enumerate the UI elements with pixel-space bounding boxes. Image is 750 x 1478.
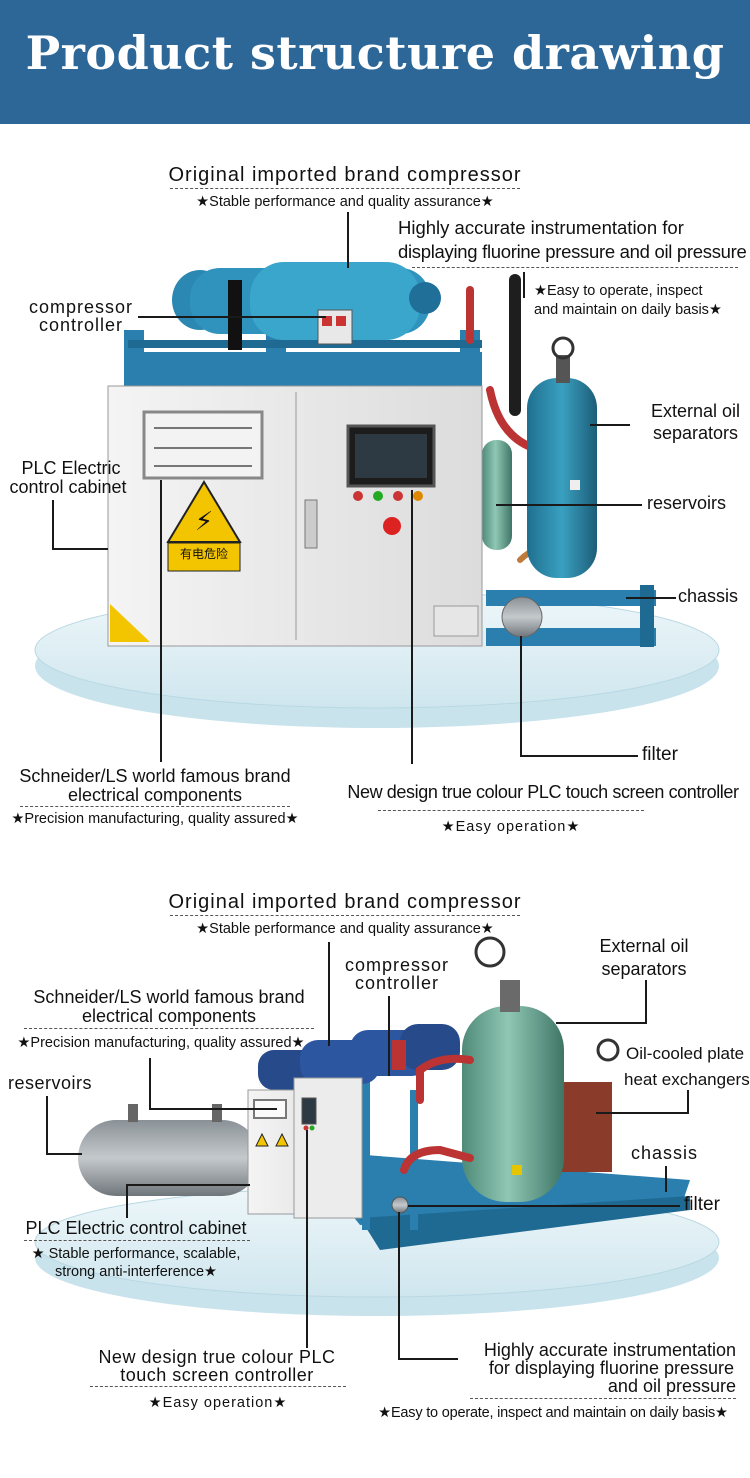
warning-sign-text: 有电危险 xyxy=(179,547,228,561)
s1-touch-leader xyxy=(411,490,413,764)
s1-schneider-line2: electrical components xyxy=(67,785,243,805)
s1-instrument-sub1: ★Easy to operate, inspect xyxy=(534,283,703,299)
page-title: Product structure drawing xyxy=(25,26,725,80)
s1-plc-line1: PLC Electric xyxy=(21,458,121,478)
s2-schneider-leader-v xyxy=(149,1058,151,1110)
s1-schneider-divider xyxy=(20,806,290,807)
s2-plate-leader-h xyxy=(596,1112,689,1114)
s2-controller-leader xyxy=(388,996,390,1076)
s2-oil-sep-line2: separators xyxy=(601,959,687,979)
s2-compressor-sub: ★Stable performance and quality assuranc… xyxy=(196,921,494,937)
s2-plc-sub1: ★ Stable performance, scalable, xyxy=(31,1246,241,1262)
s1-reservoirs-leader xyxy=(496,504,642,506)
s2-instrument-line2: for displaying fluorine pressure xyxy=(488,1358,734,1378)
s2-touch-line2: touch screen controller xyxy=(120,1365,314,1385)
title-banner: Product structure drawing xyxy=(0,0,750,124)
piping-2 xyxy=(400,1054,474,1174)
s2-chassis: chassis xyxy=(631,1143,699,1163)
s2-schneider-line2: electrical components xyxy=(81,1006,257,1026)
s2-schneider-line1: Schneider/LS world famous brand xyxy=(33,987,305,1007)
s2-reservoirs-leader-h xyxy=(46,1153,82,1155)
s2-instrument-line3: and oil pressure xyxy=(607,1376,736,1396)
s2-filter-leader xyxy=(408,1205,680,1207)
s2-touch-sub: ★Easy operation★ xyxy=(148,1395,288,1411)
reservoir-1 xyxy=(482,440,512,550)
s1-touch-title: New design true colour PLC touch screen … xyxy=(347,782,739,802)
filter-2 xyxy=(391,1196,409,1214)
s1-filter-leader-v xyxy=(520,636,522,756)
svg-text:⚡: ⚡ xyxy=(195,507,213,537)
s2-schneider-leader-h xyxy=(149,1108,277,1110)
s1-touch-sub: ★Easy operation★ xyxy=(441,819,581,835)
s1-instrument-leader xyxy=(523,272,525,298)
s2-chassis-leader xyxy=(665,1166,667,1192)
s1-oil-sep-line2: separators xyxy=(652,423,738,443)
s1-compressor-divider xyxy=(170,188,520,189)
plate-heat-exchanger-2 xyxy=(562,1082,612,1172)
plc-cabinet-1: ⚡ xyxy=(107,385,483,647)
s2-oil-sep-leader-v xyxy=(645,980,647,1024)
s1-controller-leader xyxy=(138,316,326,318)
s2-reservoirs-leader-v xyxy=(46,1096,48,1154)
s2-touch-leader xyxy=(306,1130,308,1348)
s1-controller-line2: controller xyxy=(38,315,124,335)
s2-instrument-line1: Highly accurate instrumentation xyxy=(483,1340,736,1360)
oil-separator-1 xyxy=(527,336,597,578)
s2-instrument-divider xyxy=(470,1398,736,1399)
s1-reservoirs: reservoirs xyxy=(647,493,727,513)
s2-compressor-leader xyxy=(328,942,330,1046)
s1-oil-sep-leader xyxy=(590,424,630,426)
s2-plc-leader-v xyxy=(126,1184,128,1218)
s1-plc-leader-v xyxy=(52,500,54,550)
s2-plate-leader-v xyxy=(687,1090,689,1114)
oil-separator-2 xyxy=(462,936,620,1202)
s2-touch-line1: New design true colour PLC xyxy=(98,1347,336,1367)
s1-instrument-line1: Highly accurate instrumentation for xyxy=(398,217,684,238)
s1-schneider-sub: ★Precision manufacturing, quality assure… xyxy=(11,811,299,827)
s1-schneider-leader xyxy=(160,480,162,762)
s1-instrument-divider xyxy=(412,267,738,268)
s2-controller-line2: controller xyxy=(354,973,440,993)
s1-filter-leader-h xyxy=(520,755,638,757)
s2-plc-title: PLC Electric control cabinet xyxy=(25,1218,247,1238)
compressor-frame-1 xyxy=(124,330,482,386)
s1-compressor-title: Original imported brand compressor xyxy=(168,164,522,186)
s1-controller-line1: compressor xyxy=(28,297,134,317)
s1-chassis: chassis xyxy=(678,586,739,606)
s1-plc-line2: control cabinet xyxy=(9,477,127,497)
s2-compressor-title: Original imported brand compressor xyxy=(168,891,522,913)
s2-oil-sep-line1: External oil xyxy=(599,936,689,956)
reservoir-2 xyxy=(78,1104,260,1196)
s2-plc-sub2: strong anti-interference★ xyxy=(54,1264,218,1280)
s2-instrument-leader-h xyxy=(398,1358,458,1360)
s1-instrument-sub2: and maintain on daily basis★ xyxy=(534,302,722,318)
s1-chassis-leader xyxy=(626,597,676,599)
s2-oil-sep-leader-h xyxy=(556,1022,647,1024)
s2-controller-line1: compressor xyxy=(344,955,450,975)
s1-compressor-sub: ★Stable performance and quality assuranc… xyxy=(196,194,494,210)
s1-compressor-leader xyxy=(347,212,349,268)
s1-plc-leader-h xyxy=(52,548,108,550)
s1-schneider-line1: Schneider/LS world famous brand xyxy=(19,766,291,786)
s2-schneider-divider xyxy=(24,1028,314,1029)
display-platform-2 xyxy=(34,1186,720,1316)
s2-touch-divider xyxy=(90,1386,346,1387)
plc-cabinet-2 xyxy=(247,1077,363,1219)
s2-filter: filter xyxy=(684,1194,720,1215)
s2-plate-line1: Oil-cooled plate xyxy=(626,1044,745,1063)
s2-reservoirs: reservoirs xyxy=(8,1073,93,1093)
s2-schneider-sub: ★Precision manufacturing, quality assure… xyxy=(17,1035,305,1051)
s1-oil-sep-line1: External oil xyxy=(650,401,740,421)
s2-plate-line2: heat exchangers xyxy=(624,1070,750,1089)
s1-filter: filter xyxy=(642,744,678,765)
s2-instrument-sub: ★Easy to operate, inspect and maintain o… xyxy=(378,1405,728,1421)
filter-1 xyxy=(501,596,543,638)
s1-touch-divider xyxy=(378,810,644,811)
s2-plc-divider xyxy=(24,1240,250,1241)
s2-plc-leader-h xyxy=(126,1184,250,1186)
s2-instrument-leader-v xyxy=(398,1212,400,1360)
s1-instrument-line2: displaying fluorine pressure and oil pre… xyxy=(398,241,747,262)
s2-compressor-divider xyxy=(170,915,520,916)
